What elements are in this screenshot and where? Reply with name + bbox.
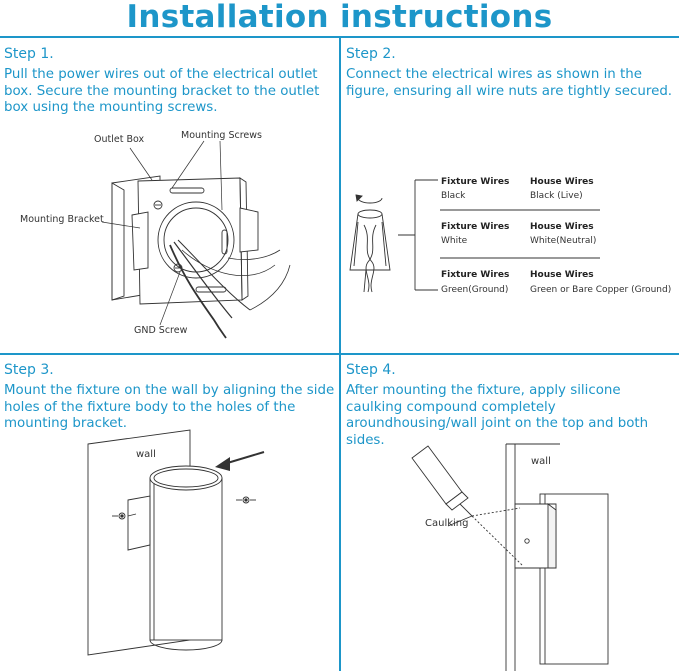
page-title: Installation instructions	[126, 0, 553, 35]
house-value-2: White(Neutral)	[530, 236, 597, 246]
house-header-1: House Wires	[530, 177, 594, 187]
fixture-value-3: Green(Ground)	[441, 285, 509, 295]
step-4-text: After mounting the fixture, apply silico…	[346, 383, 649, 448]
column-divider	[339, 36, 341, 671]
wire-nut-illustration	[349, 179, 600, 293]
step-2-label: Step 2.	[346, 46, 396, 62]
step-4-label: Step 4.	[346, 362, 396, 378]
gnd-screw-label: GND Screw	[134, 325, 188, 336]
caulking-label: Caulking	[425, 518, 469, 529]
step4-wall-label: wall	[531, 456, 551, 467]
step-1-text: Pull the power wires out of the electric…	[4, 67, 320, 115]
house-value-1: Black (Live)	[530, 191, 583, 201]
fixture-mount-illustration	[87, 429, 265, 656]
step-2-text: Connect the electrical wires as shown in…	[346, 67, 673, 99]
fixture-value-2: White	[441, 236, 468, 246]
fixture-header-2: Fixture Wires	[441, 222, 510, 232]
step-1-label: Step 1.	[4, 46, 54, 62]
step-3-label: Step 3.	[4, 362, 54, 378]
outlet-box-illustration	[101, 140, 291, 339]
fixture-header-3: Fixture Wires	[441, 270, 510, 280]
mounting-bracket-label: Mounting Bracket	[20, 214, 104, 225]
outlet-box-label: Outlet Box	[94, 134, 145, 145]
house-value-3: Green or Bare Copper (Ground)	[530, 285, 672, 295]
fixture-header-1: Fixture Wires	[441, 177, 510, 187]
fixture-value-1: Black	[441, 191, 466, 201]
house-header-2: House Wires	[530, 222, 594, 232]
mounting-screws-label: Mounting Screws	[181, 130, 263, 141]
step-3-text: Mount the fixture on the wall by alignin…	[4, 383, 335, 431]
step3-wall-label: wall	[136, 449, 156, 460]
house-header-3: House Wires	[530, 270, 594, 280]
